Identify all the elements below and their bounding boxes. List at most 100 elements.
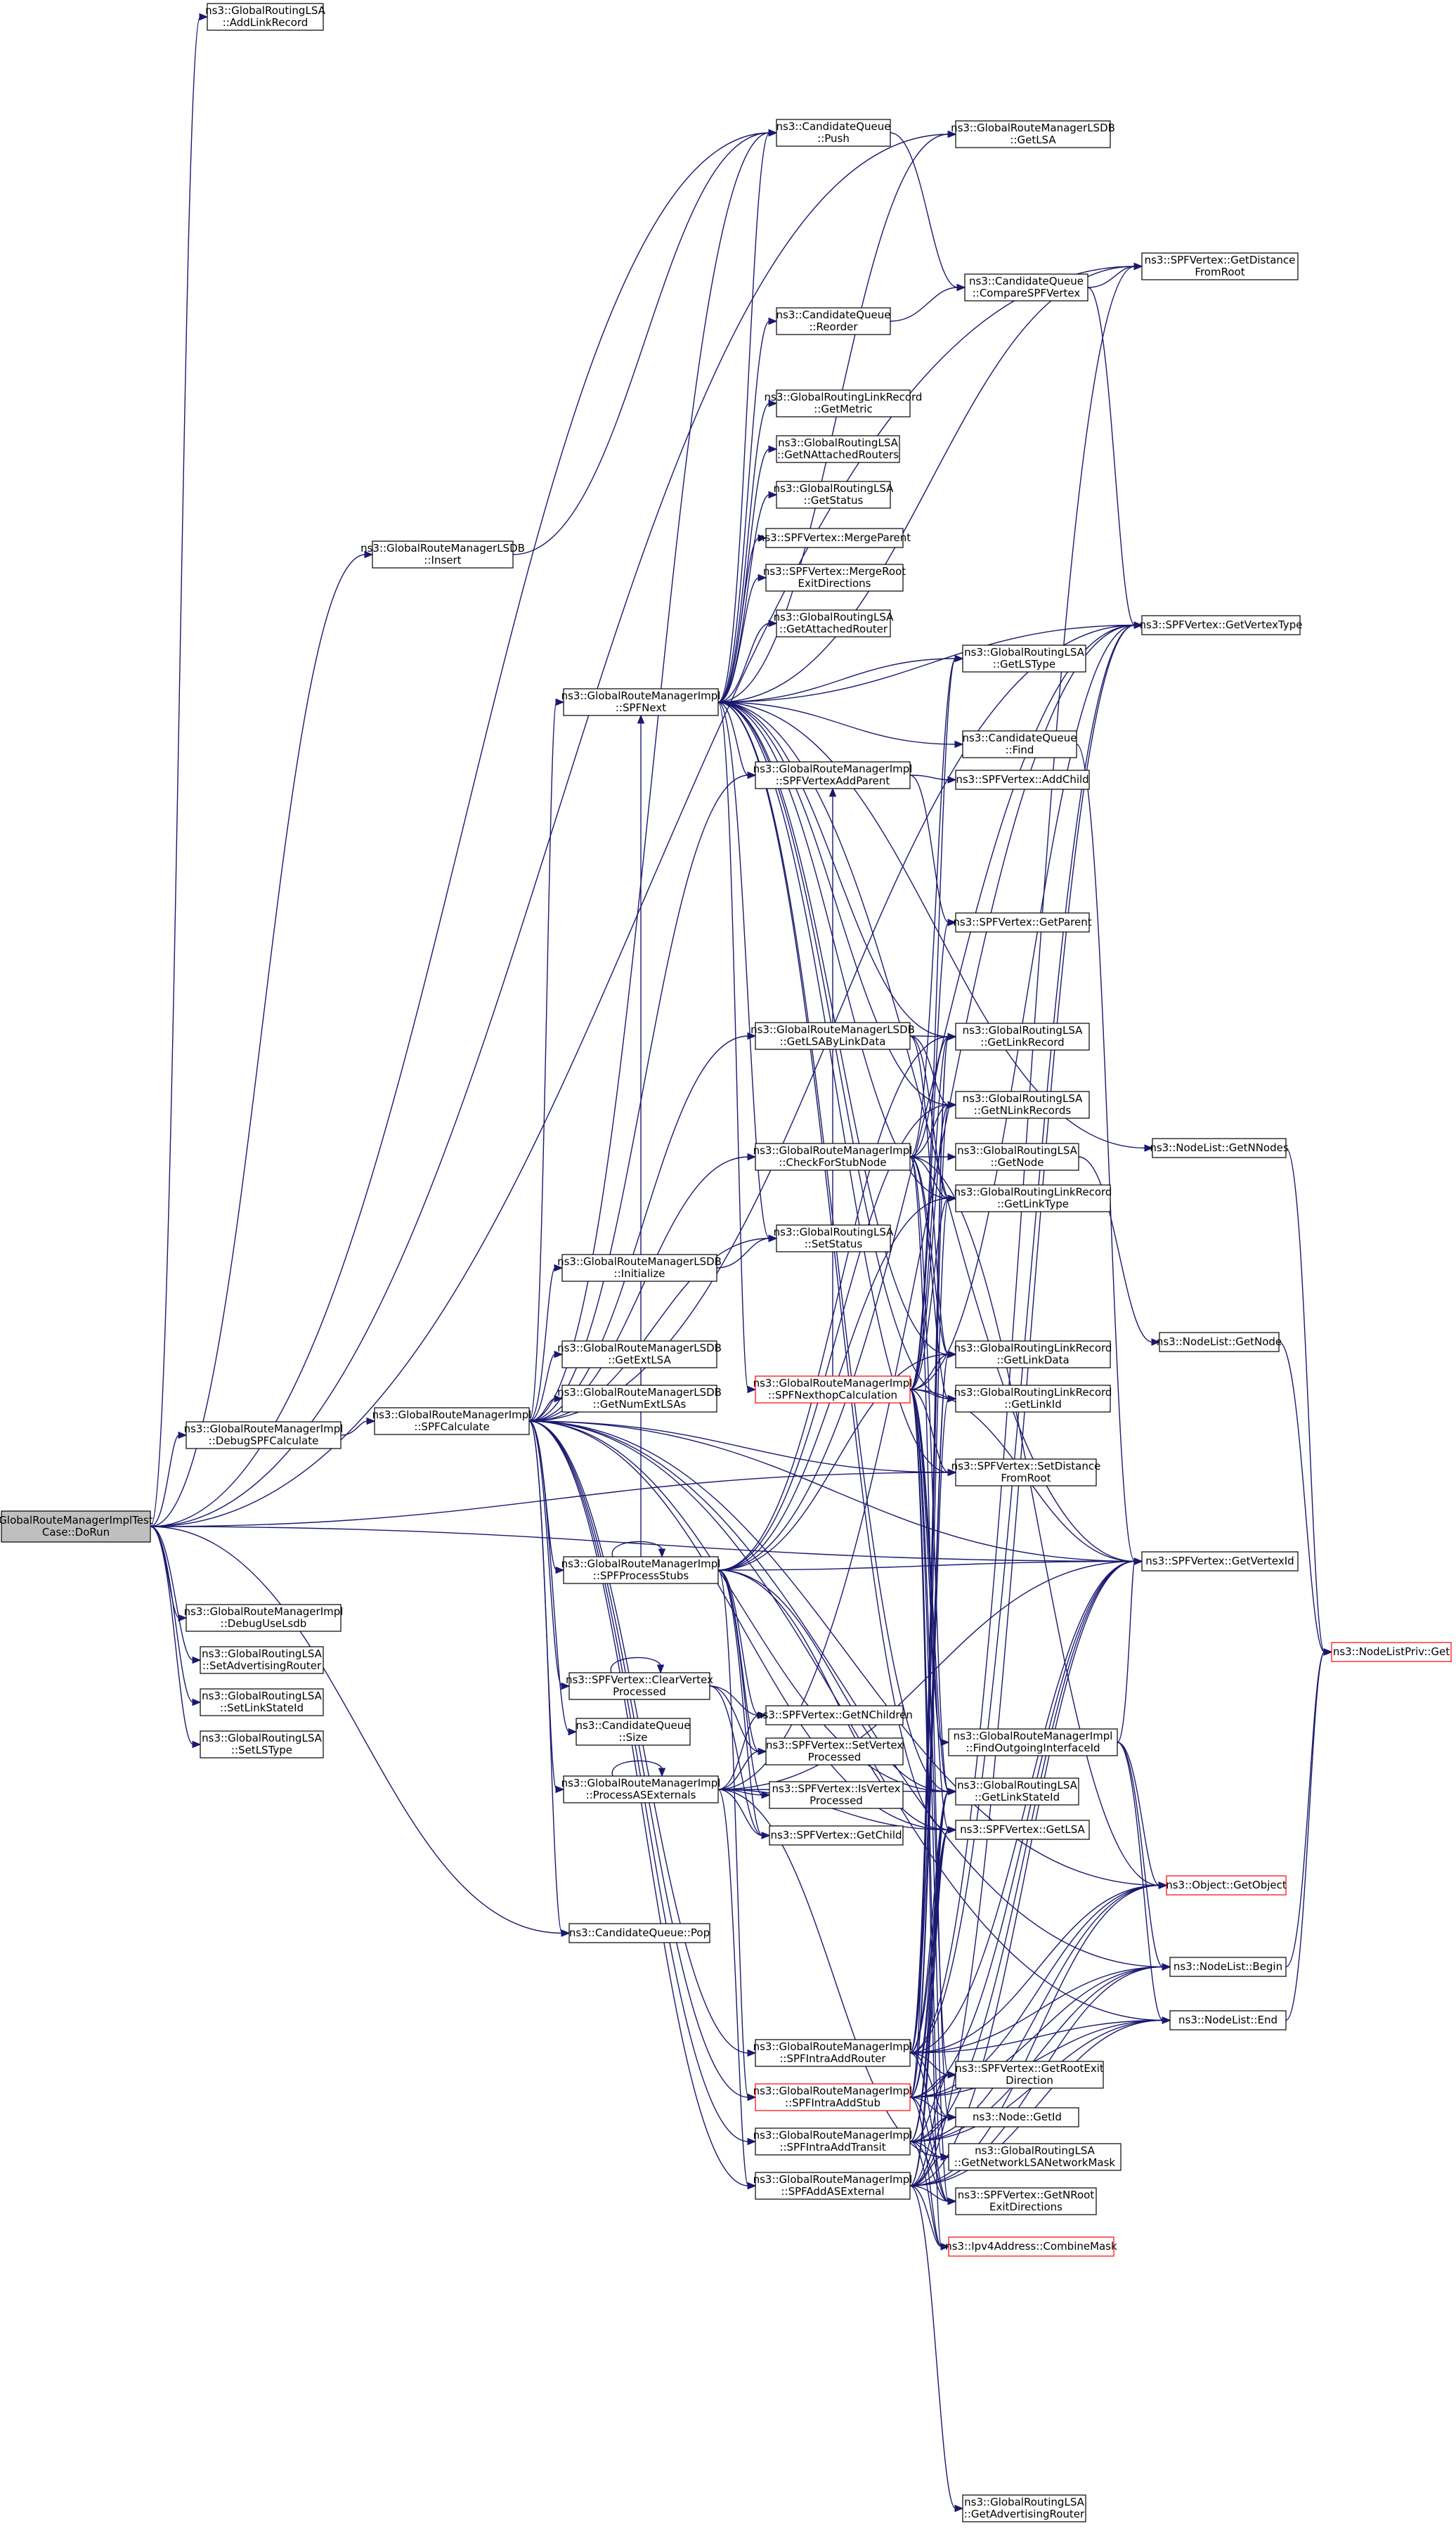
node-cqPop[interactable]: ns3::CandidateQueue::Pop xyxy=(568,1923,710,1943)
node-getNumExt[interactable]: ns3::GlobalRouteManagerLSDB::GetNumExtLS… xyxy=(557,1385,722,1413)
node-debugSPF[interactable]: ns3::GlobalRouteManagerImpl::DebugSPFCal… xyxy=(184,1421,344,1449)
edge-arrowhead xyxy=(940,2243,950,2250)
edge-line xyxy=(717,701,956,745)
node-mergeParent[interactable]: ns3::SPFVertex::MergeParent xyxy=(758,528,911,548)
node-addASExternal[interactable]: ns3::GlobalRouteManagerImpl::SPFAddASExt… xyxy=(753,2172,913,2200)
node-vertexGetLSA[interactable]: ns3::SPFVertex::GetLSA xyxy=(955,1820,1090,1840)
node-nodeGetId[interactable]: ns3::Node::GetId xyxy=(955,2107,1079,2127)
node-cqCompare[interactable]: ns3::CandidateQueue::CompareSPFVertex xyxy=(964,273,1088,302)
edge-line xyxy=(1117,1560,1136,1743)
node-setAdvRouter[interactable]: ns3::GlobalRoutingLSA::SetAdvertisingRou… xyxy=(200,1646,324,1674)
node-label: ns3::GlobalRouteManagerImpl xyxy=(184,1423,344,1435)
node-getObject[interactable]: ns3::Object::GetObject xyxy=(1166,1875,1287,1896)
edge-spfCalc-to-getVertexId xyxy=(528,1420,1143,1565)
node-intraAddStub[interactable]: ns3::GlobalRouteManagerImpl::SPFIntraAdd… xyxy=(753,2083,913,2111)
node-getStatus[interactable]: ns3::GlobalRoutingLSA::GetStatus xyxy=(774,481,894,509)
node-nlEnd[interactable]: ns3::NodeList::End xyxy=(1169,2010,1287,2030)
node-checkStub[interactable]: ns3::GlobalRouteManagerImpl::CheckForStu… xyxy=(753,1143,913,1171)
edge-arrowhead xyxy=(1162,1963,1171,1971)
edge-line xyxy=(717,1569,749,2098)
edge-arrowhead xyxy=(758,1747,767,1756)
node-setStatus[interactable]: ns3::GlobalRoutingLSA::SetStatus xyxy=(774,1224,894,1252)
node-nexthopCalc[interactable]: ns3::GlobalRouteManagerImpl::SPFNexthopC… xyxy=(753,1375,913,1404)
edge-intraAddRouter-to-getLinkType xyxy=(909,1194,957,2054)
edge-line xyxy=(528,775,749,1422)
node-label: ::ProcessASExternals xyxy=(586,1789,696,1801)
node-getLinkId[interactable]: ns3::GlobalRoutingLinkRecord::GetLinkId xyxy=(954,1385,1112,1413)
node-debugLsdb[interactable]: ns3::GlobalRouteManagerImpl::DebugUseLsd… xyxy=(184,1604,344,1632)
edge-line xyxy=(717,701,749,776)
node-getExtLSA[interactable]: ns3::GlobalRouteManagerLSDB::GetExtLSA xyxy=(557,1340,722,1368)
node-label: ns3::GlobalRoutingLinkRecord xyxy=(765,391,923,403)
node-findOutIf[interactable]: ns3::GlobalRouteManagerImpl::FindOutgoin… xyxy=(948,1728,1118,1756)
node-addLinkRecord[interactable]: ns3::GlobalRoutingLSA::AddLinkRecord xyxy=(205,3,326,31)
node-getVertexId[interactable]: ns3::SPFVertex::GetVertexId xyxy=(1141,1551,1299,1572)
edge-arrowhead xyxy=(768,399,778,408)
node-cqPush[interactable]: ns3::CandidateQueue::Push xyxy=(776,119,891,147)
node-getMetric[interactable]: ns3::GlobalRoutingLinkRecord::GetMetric xyxy=(765,389,923,417)
edge-findOutIf-to-getVertexId xyxy=(1117,1557,1143,1743)
node-getNLinkRecords[interactable]: ns3::GlobalRoutingLSA::GetNLinkRecords xyxy=(955,1091,1090,1119)
edge-line xyxy=(512,132,770,555)
edge-arrowhead xyxy=(954,2504,964,2513)
node-getChild[interactable]: ns3::SPFVertex::GetChild xyxy=(769,1825,904,1846)
edge-line xyxy=(717,134,949,703)
node-box xyxy=(1141,252,1299,280)
node-lsaGetNode[interactable]: ns3::GlobalRoutingLSA::GetNode xyxy=(955,1143,1079,1171)
node-getLinkType[interactable]: ns3::GlobalRoutingLinkRecord::GetLinkTyp… xyxy=(954,1184,1112,1212)
node-nlPrivGet[interactable]: ns3::NodeListPriv::Get xyxy=(1331,1642,1452,1662)
node-lsdbGetLSA[interactable]: ns3::GlobalRouteManagerLSDB::GetLSA xyxy=(951,120,1115,148)
node-box xyxy=(955,1458,1097,1486)
node-getLinkRecord[interactable]: ns3::GlobalRoutingLSA::GetLinkRecord xyxy=(955,1023,1090,1051)
node-label: ::SPFIntraAddRouter xyxy=(779,2052,886,2065)
edge-line xyxy=(1117,1742,1160,1886)
node-lsaGetLinkStateId[interactable]: ns3::GlobalRoutingLSA::GetLinkStateId xyxy=(955,1777,1079,1806)
node-spfVertexAddParent[interactable]: ns3::GlobalRouteManagerImpl::SPFVertexAd… xyxy=(753,761,913,789)
node-getNetMask[interactable]: ns3::GlobalRoutingLSA::GetNetworkLSANetw… xyxy=(948,2143,1122,2171)
edge-line xyxy=(909,2019,1164,2054)
node-label: ns3::GlobalRouteManagerImpl xyxy=(561,689,721,702)
node-lsdbInsert[interactable]: ns3::GlobalRouteManagerLSDB::Insert xyxy=(360,540,525,569)
node-setLSType[interactable]: ns3::GlobalRoutingLSA::SetLSType xyxy=(200,1730,324,1758)
node-getAdvRouter[interactable]: ns3::GlobalRoutingLSA::GetAdvertisingRou… xyxy=(962,2494,1086,2522)
node-getVertexType[interactable]: ns3::SPFVertex::GetVertexType xyxy=(1140,615,1303,635)
node-getParent[interactable]: ns3::SPFVertex::GetParent xyxy=(953,912,1092,933)
node-setLinkStateId[interactable]: ns3::GlobalRoutingLSA::SetLinkStateId xyxy=(200,1688,324,1716)
edge-line xyxy=(909,1560,1136,2054)
node-getLSAByLinkData[interactable]: ns3::GlobalRouteManagerLSDB::GetLSAByLin… xyxy=(750,1022,915,1050)
node-intraAddRouter[interactable]: ns3::GlobalRouteManagerImpl::SPFIntraAdd… xyxy=(753,2039,913,2067)
node-label: ns3::GlobalRoutingLSA xyxy=(202,1690,322,1702)
edge-arrowhead xyxy=(947,1468,957,1477)
node-combineMask[interactable]: ns3::Ipv4Address::CombineMask xyxy=(945,2236,1117,2257)
node-cqSize[interactable]: ns3::CandidateQueue::Size xyxy=(576,1718,691,1746)
node-getNNodes[interactable]: ns3::NodeList::GetNNodes xyxy=(1150,1138,1289,1158)
node-nlBegin[interactable]: ns3::NodeList::Begin xyxy=(1169,1957,1287,1977)
node-lsdbInit[interactable]: ns3::GlobalRouteManagerLSDB::Initialize xyxy=(557,1254,722,1282)
edge-line xyxy=(717,701,749,1390)
node-spfNext[interactable]: ns3::GlobalRouteManagerImpl::SPFNext xyxy=(561,688,721,716)
node-processASExt[interactable]: ns3::GlobalRouteManagerImpl::ProcessASEx… xyxy=(561,1775,721,1803)
node-getAttached[interactable]: ns3::GlobalRoutingLSA::GetAttachedRouter xyxy=(774,609,894,637)
node-nlGetNode[interactable]: ns3::NodeList::GetNode xyxy=(1157,1332,1282,1352)
node-getLSType[interactable]: ns3::GlobalRoutingLSA::GetLSType xyxy=(962,644,1086,673)
edge-nexthopCalc-to-spfVertexAddParent xyxy=(828,787,837,1376)
node-label: ExitDirections xyxy=(798,577,871,590)
node-processStubs[interactable]: ns3::GlobalRouteManagerImpl::SPFProcessS… xyxy=(561,1556,721,1584)
node-cqReorder[interactable]: ns3::CandidateQueue::Reorder xyxy=(776,307,891,335)
node-getNChildren[interactable]: ns3::SPFVertex::GetNChildren xyxy=(756,1705,913,1725)
node-cqFind[interactable]: ns3::CandidateQueue::Find xyxy=(962,730,1077,758)
node-addChild[interactable]: ns3::SPFVertex::AddChild xyxy=(955,770,1090,790)
node-getNAttached[interactable]: ns3::GlobalRoutingLSA::GetNAttachedRoute… xyxy=(776,435,900,463)
node-spfCalc[interactable]: ns3::GlobalRouteManagerImpl::SPFCalculat… xyxy=(372,1407,532,1435)
node-intraAddTransit[interactable]: ns3::GlobalRouteManagerImpl::SPFIntraAdd… xyxy=(753,2127,913,2156)
node-getLinkData[interactable]: ns3::GlobalRoutingLinkRecord::GetLinkDat… xyxy=(954,1340,1112,1368)
